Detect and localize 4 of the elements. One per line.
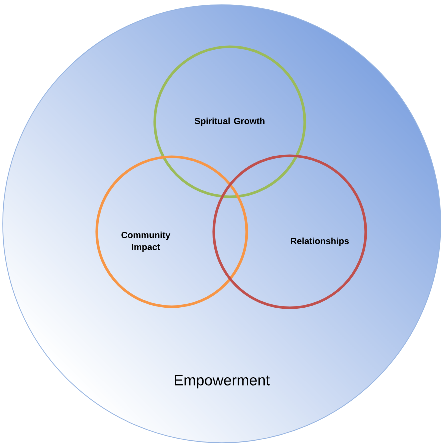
circle-label: Relationships [291, 238, 350, 246]
circle-label: Community Impact [122, 232, 171, 252]
circle-label: Spiritual Growth [194, 118, 265, 126]
circle-label: Empowerment [175, 375, 270, 389]
